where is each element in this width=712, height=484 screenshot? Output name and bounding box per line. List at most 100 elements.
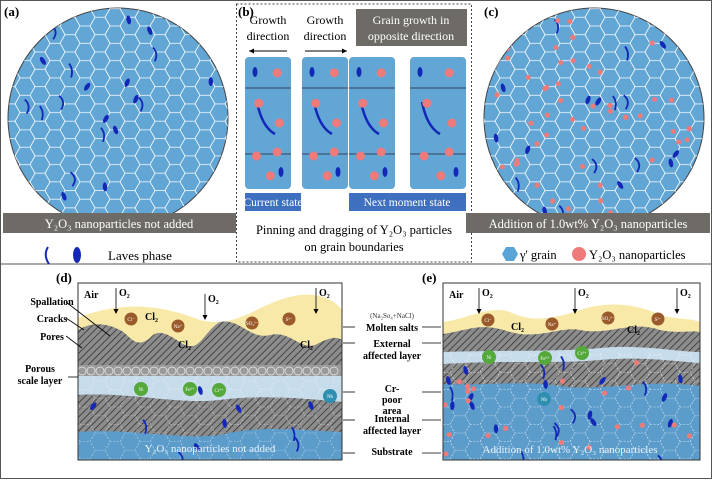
grain-legend-label: γ' grain: [519, 248, 557, 262]
laves-needle: [39, 105, 44, 121]
laves-blob: [102, 182, 108, 192]
y2o3-particle: [652, 96, 658, 102]
pore: [275, 366, 285, 376]
laves-blob: [309, 67, 315, 77]
laves-blob-icon: [73, 247, 81, 263]
pore: [194, 366, 204, 376]
laves-blob: [208, 77, 214, 87]
internal-label-1: Internal: [375, 414, 410, 425]
laves-needle: [634, 157, 641, 173]
panel-a: (a) Y₂O₃ nanoparticles not added Laves p…: [3, 4, 236, 265]
substrate-caption: Addition of 1.0wt% Y₂O₃ nanoparticles: [483, 444, 658, 456]
y2o3-particle: [676, 139, 682, 145]
laves-needle: [68, 62, 73, 78]
o2-label: O₂: [319, 288, 330, 299]
y2o3-particle: [684, 137, 690, 143]
y2o3-particle: [686, 433, 692, 439]
laves-needle: [570, 408, 576, 424]
y2o3-particle: [670, 129, 676, 135]
opposite-1: Grain growth in: [373, 13, 450, 27]
air-label: Air: [84, 290, 99, 301]
pore: [203, 366, 213, 376]
laves-legend-label: Laves phase: [108, 248, 172, 263]
molten-salts-label: Molten salts: [366, 323, 418, 334]
ion-label: SO₄²⁻: [246, 321, 259, 327]
y2o3-particle: [557, 97, 564, 104]
panel-e-frame: [442, 282, 701, 461]
laves-needle: [657, 454, 663, 460]
laves-needle: [204, 190, 210, 206]
laves-needle: [291, 426, 296, 442]
y2o3-particle: [492, 44, 498, 50]
opposite-2: opposite direction: [368, 29, 454, 43]
metal-ion-label: Cr³⁺: [577, 351, 586, 357]
metal-ion-label: Ni: [139, 388, 145, 393]
y2o3-particle: [376, 68, 386, 78]
cracks-label: Cracks: [37, 314, 68, 325]
laves-blob: [193, 443, 201, 452]
y2o3-particle: [586, 444, 592, 450]
laves-blob: [308, 401, 314, 410]
laves-needle: [142, 419, 148, 435]
y2o3-particle: [528, 120, 534, 126]
ion-3: [282, 312, 296, 326]
y2o3-particle: [672, 33, 678, 39]
growth-left-1: Growth: [250, 13, 287, 27]
y2o3-particle: [446, 432, 452, 438]
y2o3-particle: [607, 108, 614, 114]
gamma-prime-grain-icon: [502, 247, 518, 261]
y2o3-particle: [272, 147, 282, 157]
y2o3-particle: [570, 34, 576, 40]
metal-ion-label: Fe³⁺: [540, 356, 549, 362]
pore: [257, 366, 267, 376]
grain-boundary-illustration: [245, 57, 466, 189]
panel-b-label: (b): [238, 4, 254, 19]
ion-label: Cl⁻: [484, 319, 492, 324]
o2-arrowhead: [313, 309, 319, 314]
ion-label: SO₄²⁻: [602, 316, 615, 322]
internal-label-2: affected layer: [363, 426, 422, 437]
y2o3-particle: [581, 125, 587, 131]
y2o3-particle: [555, 18, 561, 24]
y2o3-particle: [356, 151, 365, 161]
laves-blob: [450, 401, 455, 411]
metal-ion-label: Fe³⁺: [185, 387, 194, 393]
y2o3-legend-label: Y₂O₃ nanoparticles: [589, 248, 686, 262]
current-state-box: [245, 193, 301, 211]
y2o3-particle: [601, 390, 608, 396]
y2o3-particle: [607, 102, 613, 109]
spallation-label: Spallation: [30, 297, 74, 308]
laves-blob: [89, 402, 97, 410]
o2-label: O₂: [119, 288, 130, 299]
ion-1: [171, 319, 185, 333]
growth-left-2: direction: [247, 29, 290, 43]
y2o3-particle: [265, 171, 275, 181]
laves-needle: [560, 355, 565, 371]
y2o3-particle: [669, 97, 675, 103]
laves-blob: [493, 424, 499, 434]
ion-label: Cl⁻: [127, 318, 135, 323]
metal-ion-3: [323, 389, 337, 403]
laves-blob: [197, 386, 203, 395]
porous-scale-layer: [78, 365, 342, 376]
laves-needle: [449, 386, 454, 402]
y2o3-particle: [332, 118, 341, 128]
y2o3-particle: [494, 92, 500, 98]
porous-label-2: scale layer: [18, 376, 63, 387]
next-state-box: [349, 193, 466, 211]
pore: [131, 366, 141, 376]
metal-ion-label: Nb: [541, 398, 548, 403]
laves-needle: [152, 46, 158, 62]
y2o3-particle: [544, 132, 550, 138]
pore: [293, 366, 303, 376]
y2o3-particle: [586, 63, 592, 69]
ion-2: [245, 316, 259, 330]
ion-0: [481, 313, 495, 327]
y2o3-particle: [686, 126, 693, 132]
laves-needle: [553, 422, 560, 438]
laves-blob: [463, 365, 469, 375]
laves-needle: [58, 94, 65, 111]
laves-needle: [612, 95, 617, 111]
laves-blob: [617, 181, 624, 189]
